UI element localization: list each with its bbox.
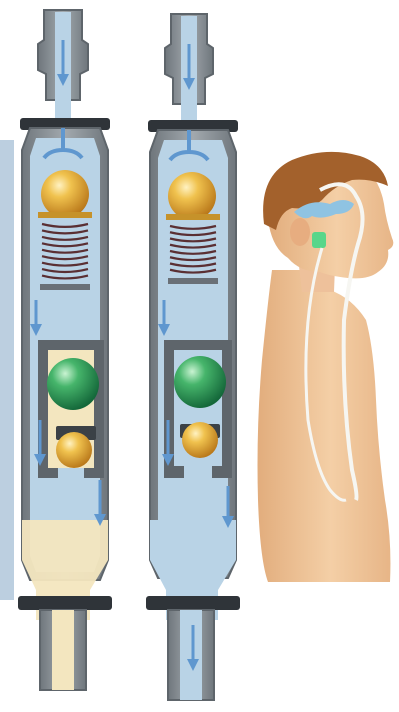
green-ball: [174, 356, 226, 408]
ear: [290, 218, 310, 246]
valve-closed: [18, 10, 112, 690]
seal-ring-bottom: [146, 596, 240, 610]
implanted-valve: [312, 232, 326, 248]
human-figure: [258, 152, 394, 582]
seal-ring-bottom: [18, 596, 112, 610]
green-ball: [47, 358, 99, 410]
gold-ball-top: [41, 170, 89, 218]
left-edge-panel: [0, 140, 14, 600]
gold-ball-small: [56, 432, 92, 468]
valve-open: [146, 14, 240, 700]
gold-ball-top: [168, 172, 216, 220]
gold-ball-small: [182, 422, 218, 458]
torso: [258, 270, 391, 582]
